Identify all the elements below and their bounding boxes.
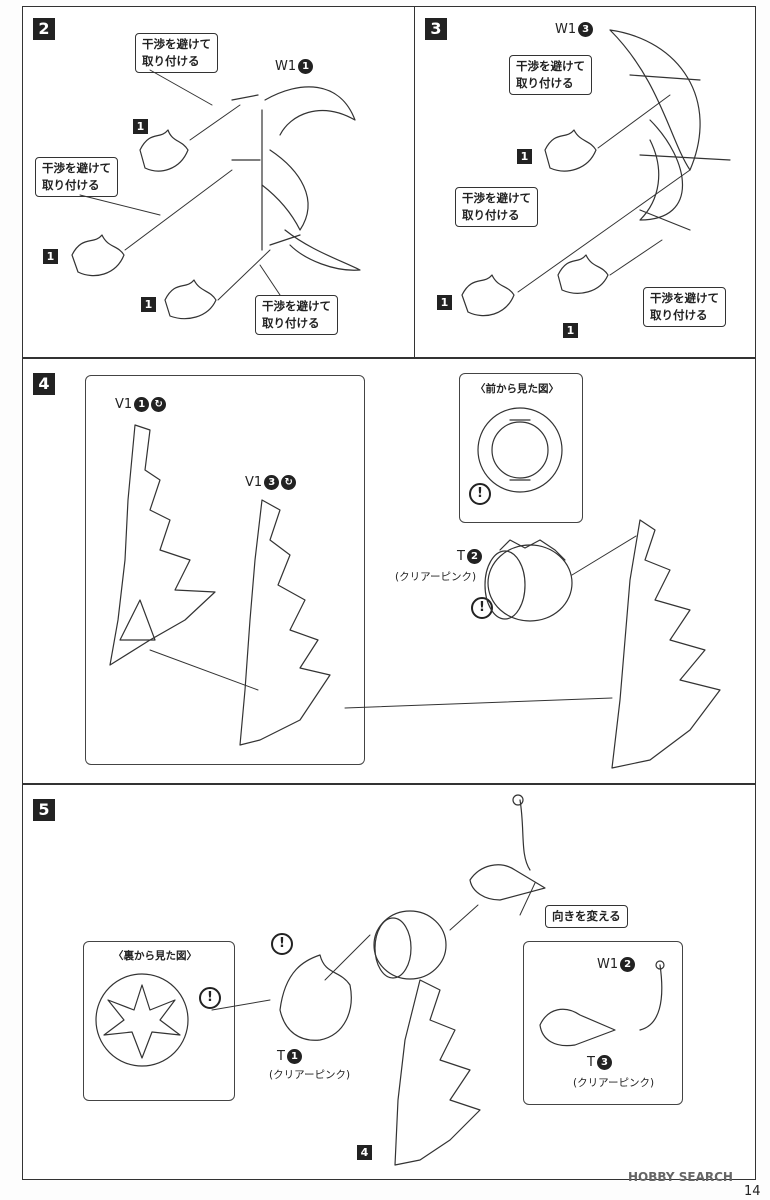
guide-line xyxy=(344,697,613,709)
callout-pointer xyxy=(211,999,271,1011)
brand-watermark: HOBBY SEARCH xyxy=(628,1170,733,1184)
ref-step-box: 1 xyxy=(133,119,148,134)
color-note: (クリアーピンク) xyxy=(395,571,477,583)
feather-assembly xyxy=(611,519,721,769)
ref-step-box: 4 xyxy=(357,1145,372,1160)
flame-cluster-t1 xyxy=(279,954,352,1041)
feather-part-v1 xyxy=(239,499,331,746)
caution-icon: ! xyxy=(199,987,221,1009)
feather-part-v1 xyxy=(109,424,216,666)
rotate-icon: ↻ xyxy=(281,475,297,490)
instruction-callout: 干渉を避けて 取り付ける xyxy=(135,33,218,73)
callout-pointer xyxy=(519,882,536,916)
assembly-arrow xyxy=(571,535,637,576)
assembly-arrow xyxy=(324,934,371,981)
caution-icon: ! xyxy=(469,483,491,505)
ring-front-view xyxy=(477,407,563,493)
back-view-star xyxy=(95,973,189,1067)
ref-step-box: 1 xyxy=(43,249,58,264)
front-view-title: 〈前から見た図〉 xyxy=(475,383,559,395)
assembly-arrow xyxy=(449,904,479,931)
step-number: 5 xyxy=(33,799,55,821)
ref-step-box: 1 xyxy=(141,297,156,312)
caution-icon: ! xyxy=(271,933,293,955)
ref-step-box: 1 xyxy=(517,149,532,164)
step-number: 3 xyxy=(425,18,447,40)
instruction-callout: 干渉を避けて 取り付ける xyxy=(455,187,538,227)
color-note: (クリアーピンク) xyxy=(269,1069,351,1081)
assembly-arrow xyxy=(149,649,259,691)
turn-callout: 向きを変える xyxy=(545,905,628,928)
ref-step-box: 1 xyxy=(563,323,578,338)
flame-piece xyxy=(461,129,609,317)
color-note: (クリアーピンク) xyxy=(573,1077,655,1089)
back-view-title: 〈裏から見た図〉 xyxy=(113,950,197,962)
sub-assembly-parts xyxy=(539,960,665,1047)
back-view-inset xyxy=(83,941,235,1101)
instruction-callout: 干渉を避けて 取り付ける xyxy=(255,295,338,335)
assembly-arrow xyxy=(79,69,281,301)
claw-part-w1 xyxy=(231,86,361,271)
crown-ring xyxy=(373,910,447,980)
instruction-callout: 干渉を避けて 取り付ける xyxy=(643,287,726,327)
flame-piece xyxy=(71,129,217,320)
claw-part-w1 xyxy=(609,29,731,231)
sub-assembly-inset xyxy=(523,941,683,1105)
assembly-arrow xyxy=(517,94,691,293)
inner-frame xyxy=(85,375,365,765)
ref-step-box: 1 xyxy=(437,295,452,310)
instruction-callout: 干渉を避けて 取り付ける xyxy=(509,55,592,95)
crown-ring-t2 xyxy=(484,539,573,622)
page-number: 14 xyxy=(744,1184,761,1199)
tip-part xyxy=(469,794,546,901)
instruction-callout: 干渉を避けて 取り付ける xyxy=(35,157,118,197)
rotate-icon: ↻ xyxy=(151,397,167,412)
step-number: 4 xyxy=(33,373,55,395)
feather-assembly xyxy=(394,979,481,1166)
step-number: 2 xyxy=(33,18,55,40)
